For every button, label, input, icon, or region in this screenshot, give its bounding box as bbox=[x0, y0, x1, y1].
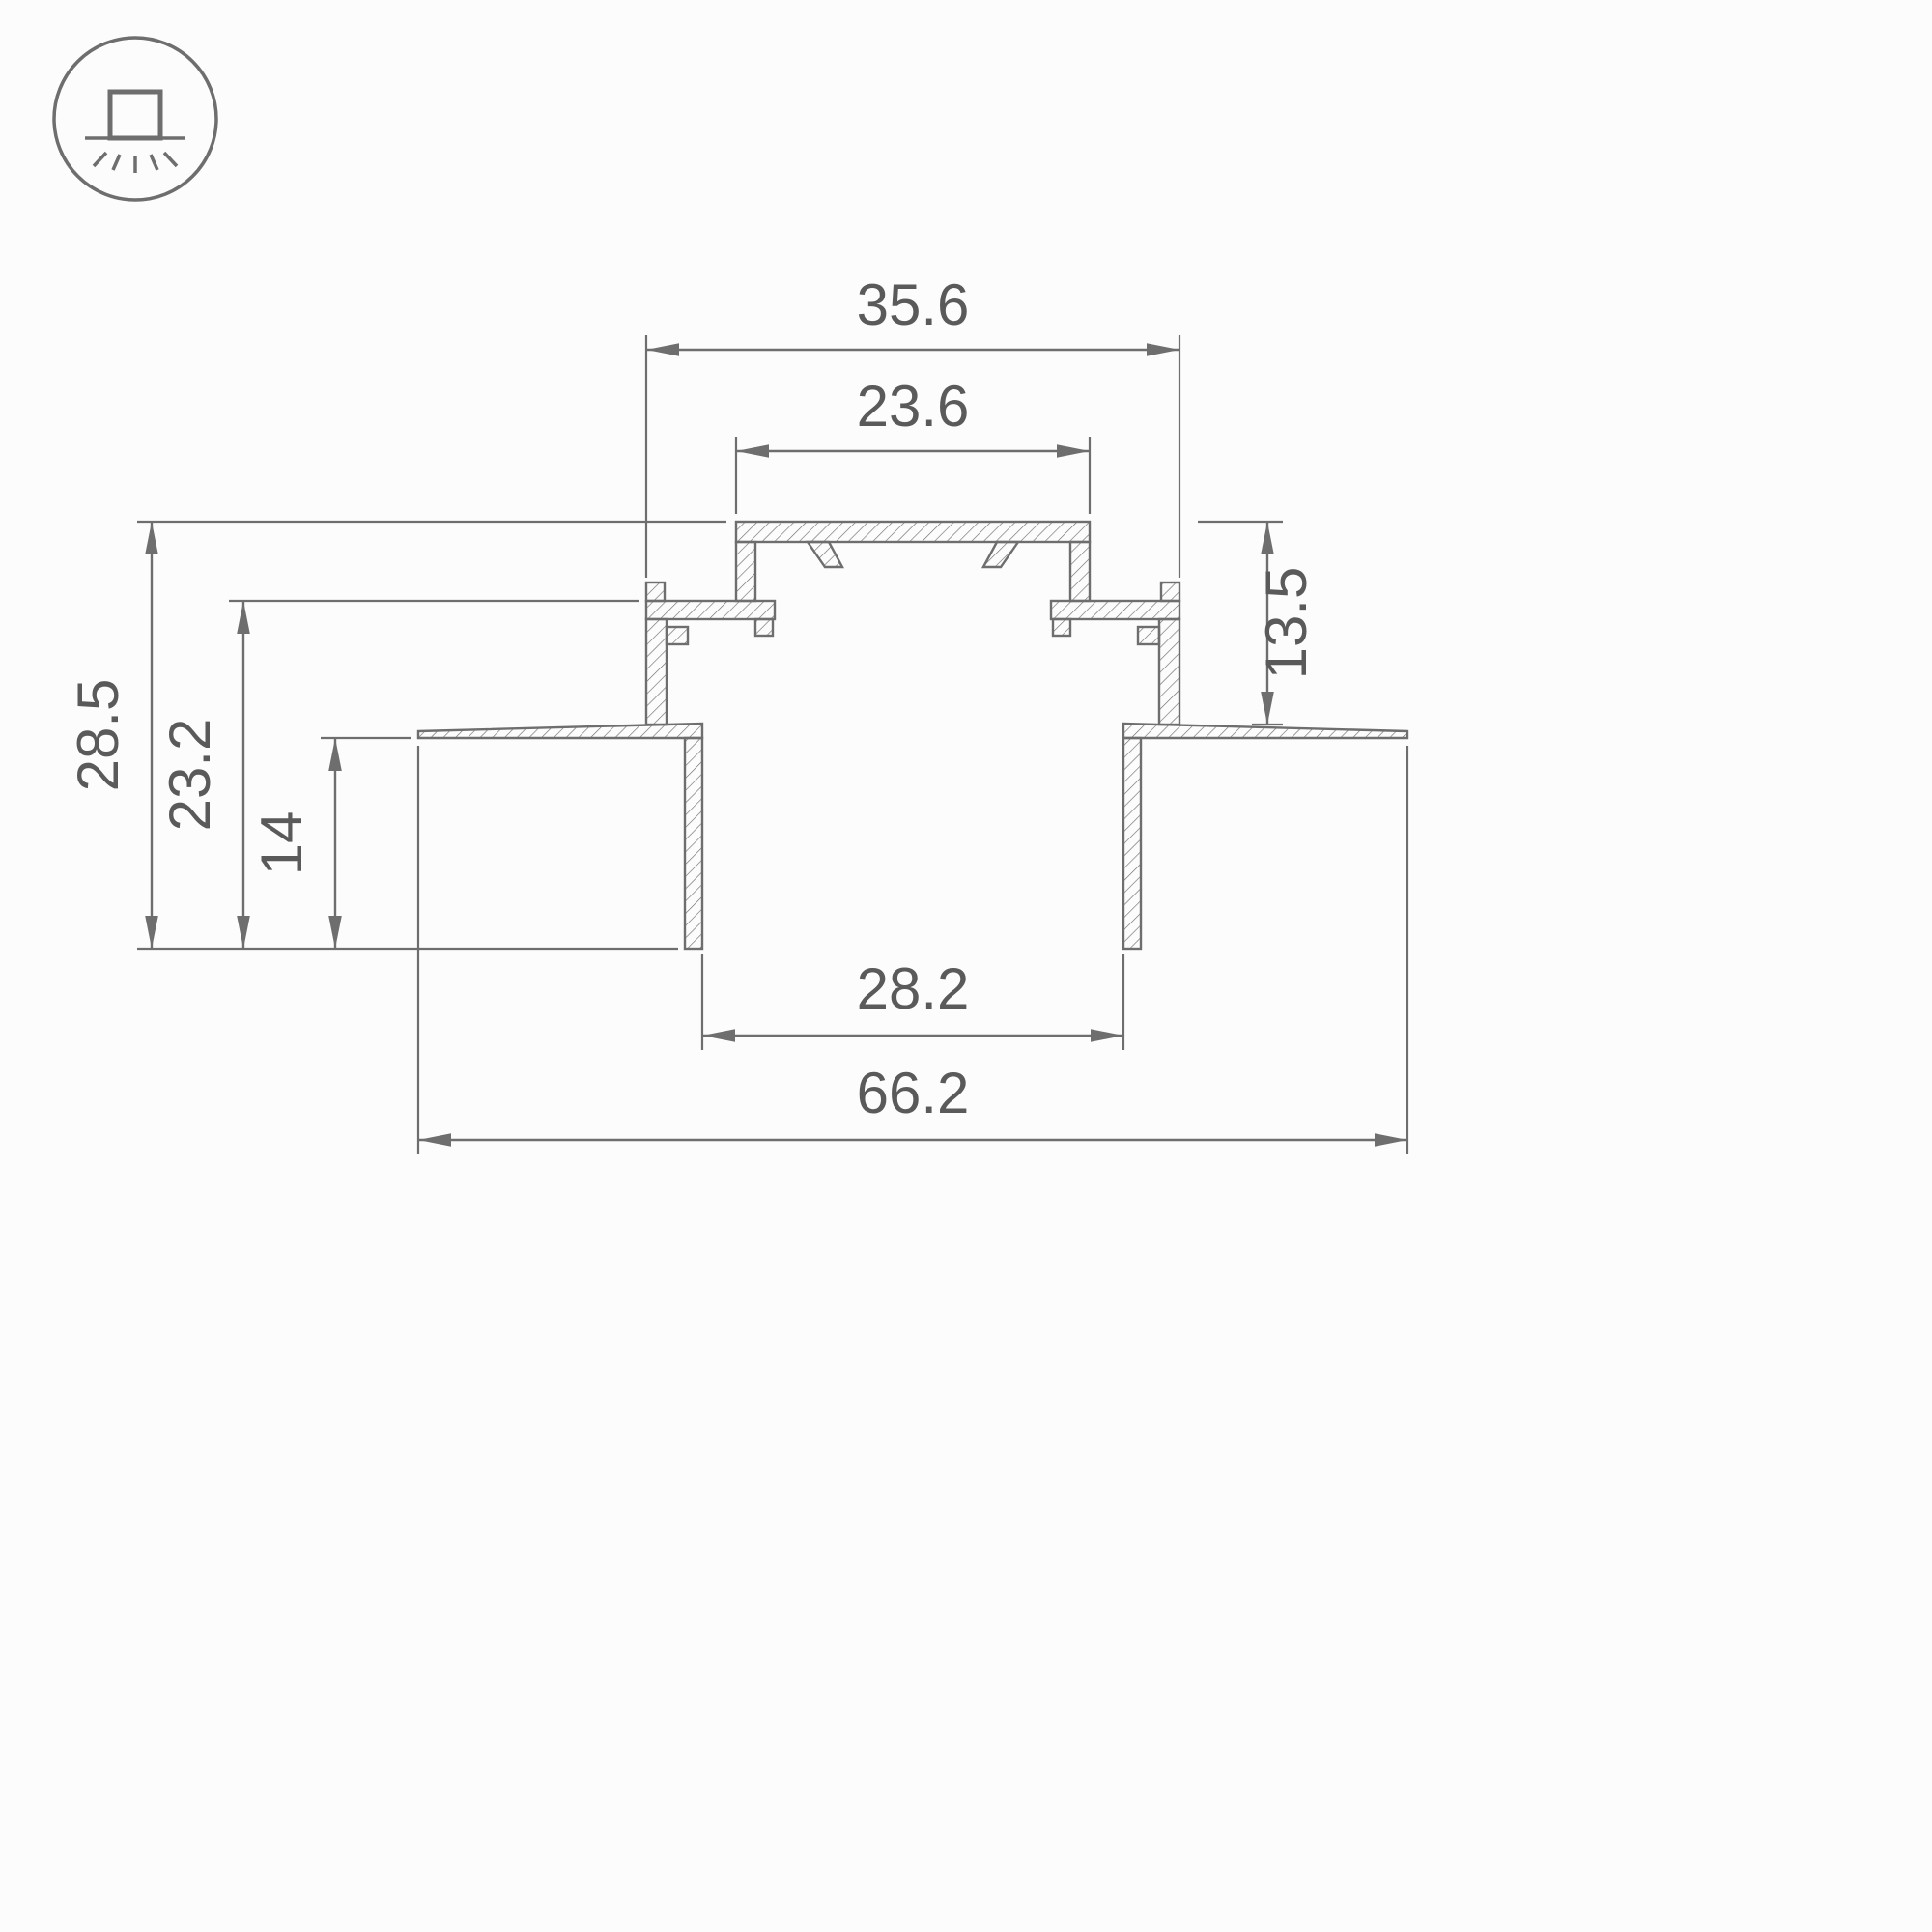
dimension-leg-inner-span: 28.2 bbox=[700, 954, 1125, 1050]
icon-profile-square bbox=[107, 89, 163, 141]
dimension-recess-depth: 13.5 bbox=[1198, 520, 1319, 726]
dim-top-opening-width-label: 23.6 bbox=[857, 374, 970, 439]
dim-recess-depth-label: 13.5 bbox=[1254, 567, 1319, 680]
dim-body-height-label: 23.2 bbox=[157, 719, 222, 832]
profile-wall-hook-right bbox=[1136, 625, 1161, 646]
profile-top-hook-left bbox=[805, 540, 845, 569]
icon-light-rays bbox=[92, 151, 179, 173]
profile-upper-wall-right bbox=[1068, 540, 1092, 603]
dimension-overall-height: 28.5 bbox=[66, 520, 726, 951]
dim-leg-inner-span-label: 28.2 bbox=[857, 956, 970, 1021]
profile-step-tooth-left bbox=[753, 617, 775, 638]
dim-leg-depth-label: 14 bbox=[249, 811, 314, 876]
dimension-top-outer-width: 35.6 bbox=[644, 272, 1181, 578]
profile-top-plate bbox=[734, 520, 1092, 544]
profile-side-wall-right bbox=[1157, 617, 1181, 726]
dimension-overall-width: 66.2 bbox=[416, 746, 1409, 1154]
profile-side-wall-left bbox=[644, 617, 668, 726]
profile-flange-right bbox=[1122, 722, 1409, 740]
profile-step-lip-left bbox=[644, 581, 667, 603]
dimension-top-opening-width: 23.6 bbox=[734, 374, 1092, 514]
profile-upper-wall-left bbox=[734, 540, 757, 603]
profile-wall-hook-left bbox=[665, 625, 690, 646]
dim-overall-height-label: 28.5 bbox=[66, 679, 130, 792]
dimension-body-height: 23.2 bbox=[157, 599, 639, 949]
profile-top-hook-right bbox=[980, 540, 1021, 569]
profile-step-tooth-right bbox=[1051, 617, 1072, 638]
dim-overall-width-label: 66.2 bbox=[857, 1061, 970, 1125]
profile-step-ledge-right bbox=[1049, 599, 1181, 621]
dimension-leg-depth: 14 bbox=[249, 736, 411, 949]
profile-flange-left bbox=[416, 722, 704, 740]
icon-circle bbox=[52, 36, 218, 202]
profile-leg-right bbox=[1122, 736, 1143, 951]
dim-top-outer-width-label: 35.6 bbox=[857, 272, 970, 337]
profile-cross-section bbox=[416, 520, 1409, 951]
recessed-downlight-mounting-icon bbox=[52, 36, 218, 202]
profile-step-lip-right bbox=[1159, 581, 1181, 603]
profile-leg-left bbox=[683, 736, 704, 951]
profile-step-ledge-left bbox=[644, 599, 777, 621]
